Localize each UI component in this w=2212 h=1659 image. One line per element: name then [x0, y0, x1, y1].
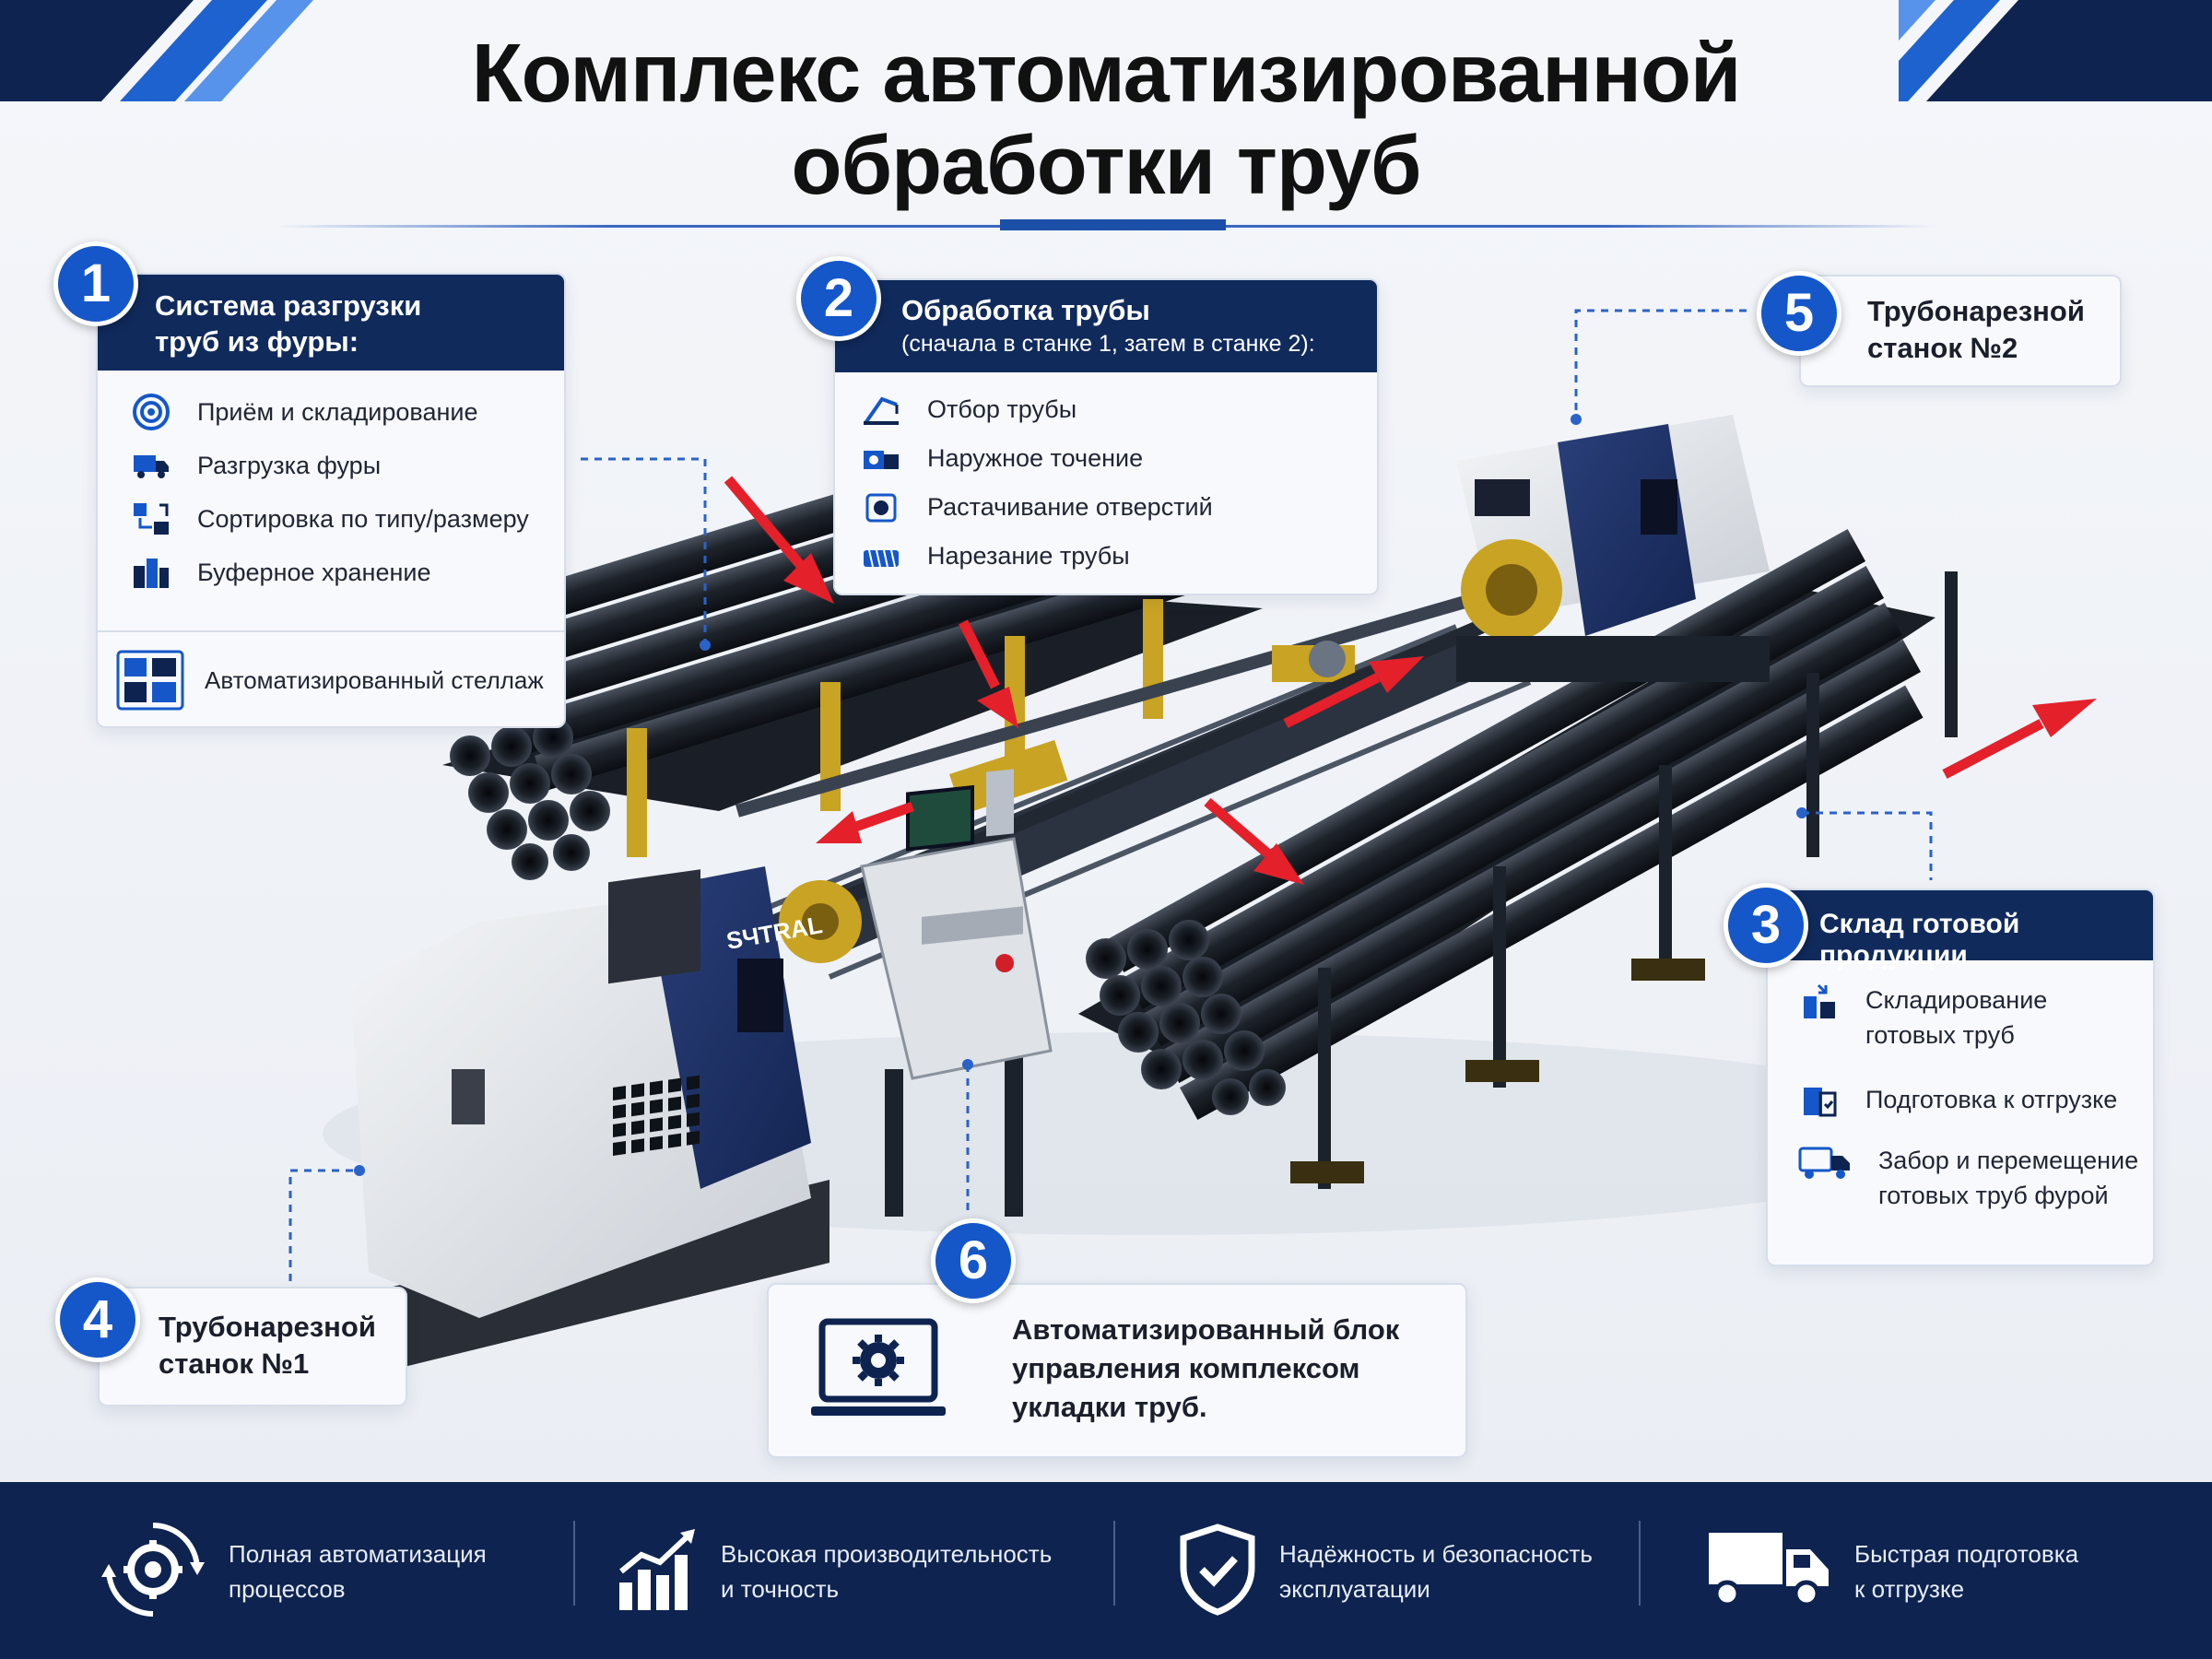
benefit-line1: Быстрая подготовка [1854, 1540, 2079, 1568]
list-item-line2: готовых труб [1865, 1021, 2015, 1049]
list-item-label: Растачивание отверстий [927, 493, 1213, 521]
gear-cycle-icon [100, 1518, 206, 1626]
list-item: Наружное точение [859, 434, 1377, 483]
cutting-machine-2-card: Трубонарезной станок №2 [1799, 275, 2122, 387]
unloading-system-header: Система разгрузки труб из фуры: [98, 275, 564, 371]
control-unit-card: Автоматизированный блок управления компл… [767, 1283, 1467, 1458]
section-badge-4: 4 [55, 1277, 140, 1362]
list-item-label: Приём и складирование [197, 397, 478, 426]
pipe-processing-card: Обработка трубы (сначала в станке 1, зат… [833, 278, 1379, 595]
footer-divider [1113, 1521, 1115, 1606]
finished-goods-warehouse-card: Склад готовой продукции Складирование го… [1766, 888, 2155, 1266]
cutting-machine-2 [1456, 415, 1770, 682]
cutting-machine-1-card: Трубонарезной станок №1 [98, 1287, 407, 1406]
control-unit-line3: укладки труб. [1012, 1391, 1207, 1423]
control-panel-unit [860, 769, 1053, 1217]
list-item: Сортировка по типу/размеру [129, 492, 564, 546]
lathe-icon [859, 441, 903, 477]
shield-check-icon [1178, 1523, 1257, 1620]
finished-goods-header: Склад готовой продукции [1768, 890, 2153, 971]
list-item: Приём и складирование [129, 385, 564, 439]
title-divider-accent [1000, 219, 1226, 230]
section-badge-3: 3 [1724, 883, 1808, 968]
laptop-gear-icon [809, 1318, 947, 1426]
benefit-reliability: Надёжность и безопасность эксплуатации [1178, 1512, 1593, 1631]
section-badge-5: 5 [1757, 271, 1841, 356]
finished-goods-title: Склад готовой продукции [1819, 909, 2020, 971]
list-item: Подготовка к отгрузке [1797, 1065, 2153, 1134]
benefit-line2: и точность [721, 1575, 840, 1603]
automated-rack-label: Автоматизированный стеллаж [205, 665, 544, 694]
benefit-line1: Надёжность и безопасность [1279, 1540, 1593, 1568]
thread-icon [859, 538, 903, 575]
benefit-line2: к отгрузке [1854, 1575, 1965, 1603]
cutting-machine-2-line1: Трубонарезной [1867, 295, 2085, 327]
benefit-line2: эксплуатации [1279, 1575, 1430, 1603]
page-title-line1: Комплекс автоматизированной [471, 28, 1742, 120]
cutting-machine-2-line2: станок №2 [1867, 332, 2018, 364]
unloading-system-title-line2: труб из фуры: [155, 325, 359, 358]
sort-icon [129, 500, 173, 537]
page-title-line2: обработки труб [791, 120, 1422, 212]
warehouse-icon [1797, 982, 1841, 1019]
list-item: Отбор трубы [859, 385, 1377, 434]
list-item-label: Буферное хранение [197, 558, 431, 586]
truck-icon [1707, 1529, 1832, 1615]
page-title: Комплекс автоматизированной обработки тр… [276, 28, 1936, 212]
corner-decoration-left [0, 0, 313, 101]
pipe-processing-header: Обработка трубы (сначала в станке 1, зат… [835, 280, 1377, 372]
target-icon [129, 394, 173, 430]
cutting-machine-1-line1: Трубонарезной [159, 1311, 376, 1343]
benefit-shipping: Быстрая подготовка к отгрузке [1707, 1512, 2078, 1631]
list-item: Буферное хранение [129, 546, 564, 599]
control-unit-line2: управления комплексом [1012, 1352, 1360, 1384]
truck-icon [129, 447, 173, 484]
list-item-line2: готовых труб фурой [1878, 1182, 2109, 1209]
list-item: Забор и перемещение готовых труб фурой [1797, 1134, 2153, 1231]
list-item: Разгрузка фуры [129, 439, 564, 492]
control-unit-line1: Автоматизированный блок [1012, 1313, 1400, 1346]
section-badge-1: 1 [53, 241, 138, 326]
callout-connectors [288, 309, 1933, 1281]
footer-divider [573, 1521, 575, 1606]
list-item-line1: Складирование [1865, 986, 2048, 1014]
list-item-line1: Забор и перемещение [1878, 1147, 2139, 1174]
storage-icon [129, 554, 173, 591]
boring-icon [859, 489, 903, 526]
flow-arrows [724, 476, 2097, 885]
benefit-line1: Полная автоматизация [229, 1540, 487, 1568]
list-item-label: Сортировка по типу/размеру [197, 504, 529, 533]
corner-decoration-right [1899, 0, 2212, 101]
rack-icon [114, 648, 186, 712]
delivery-truck-icon [1797, 1143, 1854, 1180]
list-item-label: Наружное точение [927, 444, 1144, 472]
unloading-system-title-line1: Система разгрузки [155, 289, 422, 322]
list-item: Растачивание отверстий [859, 483, 1377, 532]
unloading-system-card: Система разгрузки труб из фуры: Приём и … [96, 273, 566, 728]
automated-rack-item: Автоматизированный стеллаж [114, 641, 544, 719]
footer-divider [1639, 1521, 1641, 1606]
crane-icon [859, 392, 903, 429]
benefit-automation: Полная автоматизация процессов [100, 1512, 487, 1631]
benefit-line2: процессов [229, 1575, 346, 1603]
section-badge-2: 2 [796, 256, 881, 341]
list-item-label: Подготовка к отгрузке [1865, 1085, 2118, 1113]
clipboard-icon [1797, 1081, 1841, 1118]
benefit-productivity: Высокая производительность и точность [616, 1512, 1052, 1631]
list-item: Складирование готовых труб [1797, 982, 2153, 1065]
list-item-label: Отбор трубы [927, 395, 1077, 423]
benefits-footer [0, 1482, 2212, 1659]
cutting-machine-1-line2: станок №1 [159, 1347, 310, 1380]
list-item: Нарезание трубы [859, 532, 1377, 581]
pipe-processing-subtitle: (сначала в станке 1, затем в станке 2): [901, 331, 1315, 357]
growth-chart-icon [616, 1527, 699, 1617]
benefit-line1: Высокая производительность [721, 1540, 1053, 1568]
section-badge-6: 6 [931, 1218, 1016, 1303]
list-item-label: Нарезание трубы [927, 542, 1130, 570]
list-item-label: Разгрузка фуры [197, 451, 382, 479]
cutting-machine-1 [350, 866, 862, 1373]
pipe-processing-title: Обработка трубы [901, 294, 1150, 326]
